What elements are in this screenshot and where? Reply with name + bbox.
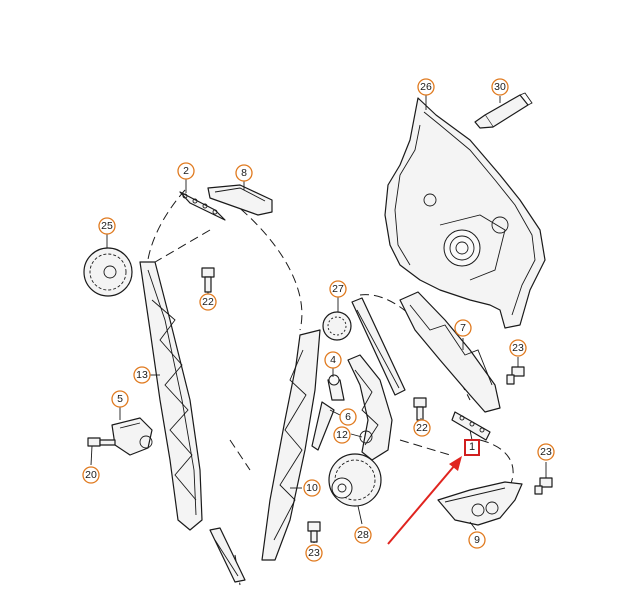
bolt-middle bbox=[413, 397, 427, 421]
svg-text:7: 7 bbox=[460, 322, 466, 334]
chain-segment-middle bbox=[351, 297, 406, 396]
crankshaft-sprocket bbox=[328, 453, 382, 507]
bolt-upper-left bbox=[201, 267, 215, 293]
svg-text:23: 23 bbox=[540, 446, 552, 458]
leader-lines bbox=[90, 95, 547, 543]
chain-slide-guide bbox=[207, 184, 273, 216]
intermediate-sprocket-upper bbox=[322, 311, 352, 341]
svg-text:22: 22 bbox=[416, 422, 428, 434]
bolt-right-lower bbox=[534, 477, 553, 495]
chain-segment-bottom bbox=[209, 527, 246, 583]
pointer-arrow bbox=[387, 456, 462, 545]
svg-text:13: 13 bbox=[136, 369, 148, 381]
callout-27: 27 bbox=[329, 280, 347, 298]
callout-9: 9 bbox=[468, 531, 486, 549]
callout-12: 12 bbox=[333, 426, 351, 444]
callout-23-right-upper: 23 bbox=[509, 339, 527, 357]
chain-segment-lower bbox=[451, 411, 491, 441]
callout-23-right-lower: 23 bbox=[537, 443, 555, 461]
callout-20: 20 bbox=[82, 466, 100, 484]
highlighted-part-1[interactable]: 1 bbox=[464, 439, 480, 456]
guide-rail-middle bbox=[261, 329, 321, 561]
svg-text:30: 30 bbox=[494, 81, 506, 93]
svg-text:20: 20 bbox=[85, 469, 97, 481]
bolt-tensioner bbox=[87, 437, 116, 447]
chain-tensioner-lower bbox=[437, 481, 523, 526]
svg-text:10: 10 bbox=[306, 482, 318, 494]
callout-26: 26 bbox=[417, 78, 435, 96]
svg-text:8: 8 bbox=[241, 167, 247, 179]
svg-text:27: 27 bbox=[332, 283, 344, 295]
timing-case-cover bbox=[384, 97, 546, 329]
callout-25: 25 bbox=[98, 217, 116, 235]
callout-28: 28 bbox=[354, 526, 372, 544]
guide-rail-left bbox=[139, 261, 203, 531]
chain-segment-upper bbox=[179, 191, 226, 221]
callout-10: 10 bbox=[303, 479, 321, 497]
callout-7: 7 bbox=[454, 319, 472, 337]
chain-tensioner bbox=[111, 417, 153, 456]
bolt-lower-middle bbox=[307, 521, 321, 543]
pin-guide bbox=[327, 374, 345, 401]
svg-text:25: 25 bbox=[101, 220, 113, 232]
callout-30: 30 bbox=[491, 78, 509, 96]
callout-2: 2 bbox=[177, 162, 195, 180]
svg-text:12: 12 bbox=[336, 429, 348, 441]
callout-5: 5 bbox=[111, 390, 129, 408]
svg-text:22: 22 bbox=[202, 296, 214, 308]
svg-text:1: 1 bbox=[469, 441, 475, 453]
callout-8: 8 bbox=[235, 164, 253, 182]
callout-4: 4 bbox=[324, 351, 342, 369]
sealant-tube bbox=[474, 92, 533, 129]
callout-22-upper-left: 22 bbox=[199, 293, 217, 311]
svg-text:23: 23 bbox=[512, 342, 524, 354]
svg-text:28: 28 bbox=[357, 529, 369, 541]
bolt-right-upper bbox=[506, 366, 525, 385]
svg-text:5: 5 bbox=[117, 393, 123, 405]
svg-text:4: 4 bbox=[330, 354, 336, 366]
svg-text:23: 23 bbox=[308, 547, 320, 559]
callout-13: 13 bbox=[133, 366, 151, 384]
callout-22-middle: 22 bbox=[413, 419, 431, 437]
tensioner-rail bbox=[347, 354, 393, 461]
svg-text:2: 2 bbox=[183, 165, 189, 177]
svg-text:6: 6 bbox=[345, 411, 351, 423]
callout-6: 6 bbox=[339, 408, 357, 426]
svg-text:26: 26 bbox=[420, 81, 432, 93]
oil-spray-jet bbox=[311, 401, 335, 451]
svg-text:9: 9 bbox=[474, 534, 480, 546]
callout-23-lower: 23 bbox=[305, 544, 323, 562]
camshaft-sprocket-left bbox=[83, 247, 133, 297]
guide-rail-right bbox=[399, 291, 501, 413]
